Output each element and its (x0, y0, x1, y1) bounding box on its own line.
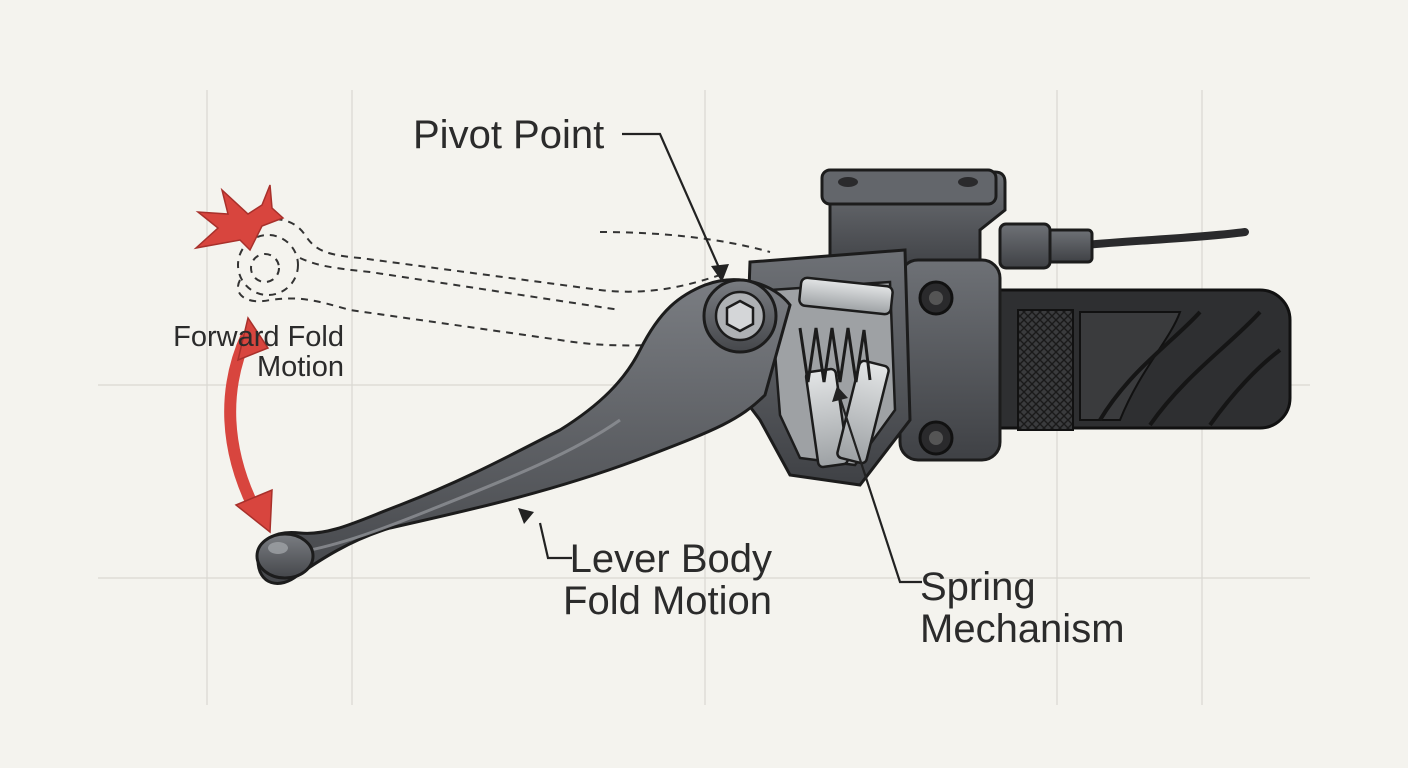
cable-adjuster (998, 222, 1052, 270)
lever-body-text-line2: Fold Motion (563, 579, 772, 623)
brake-cable (1081, 228, 1249, 249)
pivot-point-label: Pivot Point (413, 114, 604, 156)
spring-text-line1: Spring (920, 565, 1036, 609)
spring-text-line2: Mechanism (920, 607, 1125, 651)
handlebar-grip (963, 288, 1292, 431)
forward-fold-arrow-icon (224, 316, 273, 534)
lever-body (255, 278, 792, 585)
forward-fold-label: Forward Fold Motion (168, 322, 344, 383)
cable-ferrule (1046, 228, 1094, 264)
spring-mechanism-label: Spring Mechanism (920, 566, 1125, 650)
lever-body-label: Lever Body Fold Motion (556, 538, 772, 622)
pivot-bolt-icon (702, 278, 778, 354)
handlebar-clamp (898, 258, 1002, 462)
lever-body-text-line1: Lever Body (569, 537, 772, 581)
spring-coil-icon (798, 327, 872, 383)
impact-burst-icon (193, 184, 285, 252)
pivot-point-text: Pivot Point (413, 113, 605, 157)
forward-fold-text-line1: Forward Fold (173, 321, 344, 353)
callout-leaders (538, 132, 922, 584)
master-cylinder (820, 168, 1007, 272)
callout-arrowheads (518, 264, 848, 524)
forward-fold-text-line2: Motion (256, 351, 344, 384)
